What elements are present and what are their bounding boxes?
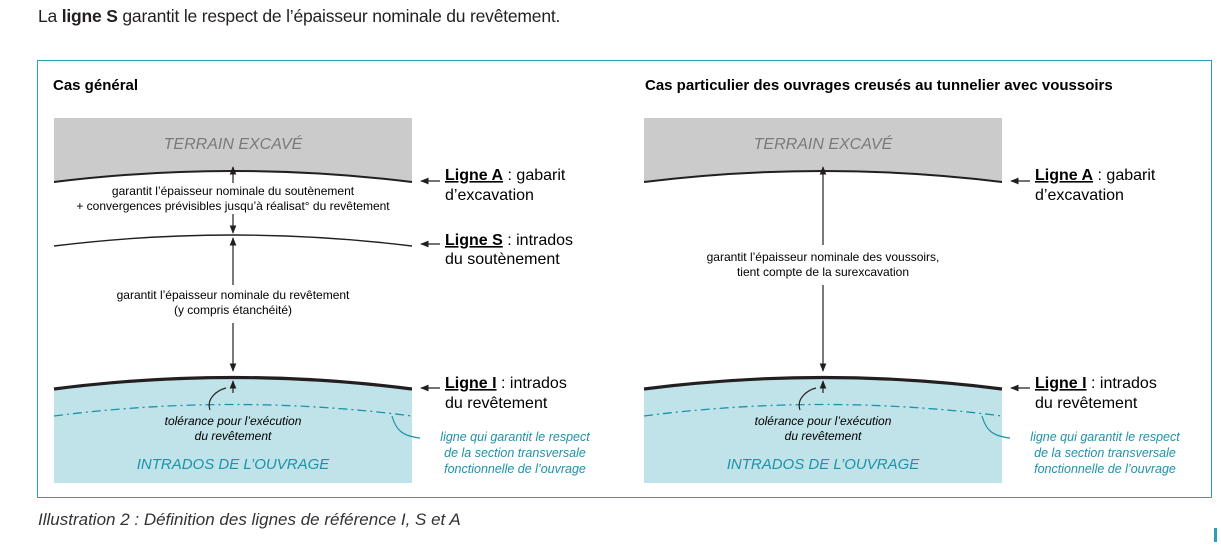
terrain-excave-label: TERRAIN EXCAVÉ: [754, 134, 893, 153]
panel-title-general: Cas général: [53, 77, 138, 94]
intro-bold: ligne S: [61, 6, 118, 26]
teal-note-1: ligne qui garantit le respect: [440, 430, 590, 444]
note-s-i-1: garantit l’épaisseur nominale du revêtem…: [117, 288, 350, 302]
label-line-s-bold: Ligne S: [445, 232, 503, 249]
figure-caption: Illustration 2 : Définition des lignes d…: [38, 510, 461, 529]
tolerance-leader: [208, 387, 227, 411]
teal-note-2: de la section transversale: [444, 446, 586, 460]
note-tolerance-2: du revêtement: [785, 429, 862, 443]
figure-frame: [37, 60, 1212, 498]
label-line-a: Ligne A : gabarit: [445, 167, 566, 184]
label-line-s-rest: : intrados: [503, 232, 573, 249]
teal-note-1: ligne qui garantit le respect: [1030, 430, 1180, 444]
teal-note-3: fonctionnelle de l’ouvrage: [1034, 462, 1176, 476]
panel-title-tunnelier: Cas particulier des ouvrages creusés au …: [645, 77, 1113, 94]
intro-text: La ligne S garantit le respect de l’épai…: [38, 6, 560, 27]
teal-leader: [981, 415, 1011, 439]
note-tolerance-1: tolérance pour l’exécution: [165, 414, 302, 428]
label-line-i-rest: : intrados: [1087, 375, 1157, 392]
note-tolerance-1: tolérance pour l’exécution: [755, 414, 892, 428]
label-line-a-rest: : gabarit: [503, 167, 566, 184]
label-line-a-2: d’excavation: [445, 187, 534, 204]
corner-accent: [1214, 528, 1217, 542]
intrados-label: INTRADOS DE L’OUVRAGE: [137, 456, 331, 473]
label-line-a-bold: Ligne A: [1035, 167, 1094, 184]
terrain-excave-area: [644, 118, 1002, 182]
note-a-i-2: tient compte de la surexcavation: [737, 265, 909, 279]
label-line-a-rest: : gabarit: [1093, 167, 1156, 184]
label-line-i-bold: Ligne I: [1035, 375, 1087, 392]
label-line-a: Ligne A : gabarit: [1035, 167, 1156, 184]
terrain-excave-label: TERRAIN EXCAVÉ: [164, 134, 303, 153]
label-line-i: Ligne I : intrados: [445, 375, 567, 392]
note-a-i-1: garantit l’épaisseur nominale des vousso…: [707, 250, 940, 264]
terrain-excave-area: [54, 118, 412, 182]
label-line-a-bold: Ligne A: [445, 167, 504, 184]
intro-before: La: [38, 6, 62, 26]
teal-note-3: fonctionnelle de l’ouvrage: [444, 462, 586, 476]
intrados-label: INTRADOS DE L’OUVRAGE: [727, 456, 921, 473]
label-line-i-bold: Ligne I: [445, 375, 497, 392]
note-s-i-2: (y compris étanchéité): [174, 303, 292, 317]
label-line-a-2: d’excavation: [1035, 187, 1124, 204]
note-a-s-2: + convergences prévisibles jusqu’à réali…: [76, 199, 390, 213]
line-i: [53, 375, 413, 391]
line-i: [643, 375, 1003, 391]
label-line-s: Ligne S : intrados: [445, 232, 573, 249]
functional-section-line: [643, 403, 1003, 417]
panel-tunnelier: Cas particulier des ouvrages creusés au …: [643, 77, 1180, 483]
label-line-i-2: du revêtement: [1035, 395, 1138, 412]
tolerance-leader: [798, 387, 817, 411]
panel-general: Cas général TERRAIN EXCAVÉ INTRADOS DE L…: [53, 77, 590, 483]
note-a-s-1: garantit l’épaisseur nominale du soutène…: [112, 184, 355, 198]
teal-leader: [391, 415, 421, 439]
intrados-area: [644, 377, 1002, 483]
label-line-i-rest: : intrados: [497, 375, 567, 392]
functional-section-line: [53, 403, 413, 417]
label-line-i-2: du revêtement: [445, 395, 548, 412]
label-line-s-2: du soutènement: [445, 251, 560, 268]
intro-after: garantit le respect de l’épaisseur nomin…: [117, 6, 561, 26]
teal-note-2: de la section transversale: [1034, 446, 1176, 460]
intrados-area: [54, 377, 412, 483]
line-s: [53, 234, 413, 247]
note-tolerance-2: du revêtement: [195, 429, 272, 443]
label-line-i: Ligne I : intrados: [1035, 375, 1157, 392]
